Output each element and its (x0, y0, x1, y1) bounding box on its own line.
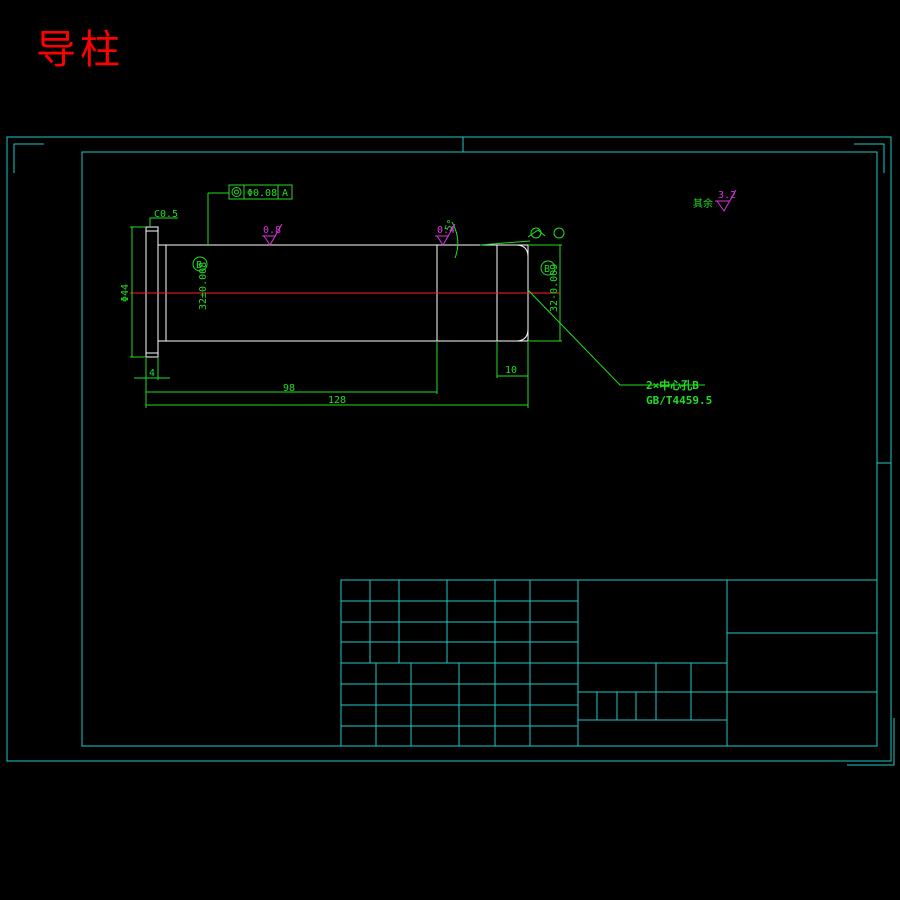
center-hole-note-line2: GB/T4459.5 (646, 394, 712, 407)
dim-4-label: 4 (149, 368, 155, 379)
drawing-title: 导柱 (36, 27, 124, 73)
roughness-rest-label: 其余 (693, 197, 713, 210)
roughness-symbols (262, 189, 737, 246)
geometric-tolerance-frame (228, 184, 293, 200)
dim-128-label: 128 (328, 395, 346, 406)
title-block (340, 579, 878, 747)
roughness-0-8: 0.8 (263, 225, 281, 236)
tolerance-datum: A (282, 188, 288, 199)
dim-10-label: 10 (505, 365, 517, 376)
dim-98-label: 98 (283, 383, 295, 394)
right-diameter-label: 32-0.009 (549, 264, 560, 312)
tolerance-value: Φ0.08 (247, 188, 277, 199)
chamfer-label: C0.5 (154, 209, 178, 220)
datum-markers (192, 227, 565, 276)
datum-right-label: B (544, 264, 550, 275)
roughness-0-4: 0.4 (437, 225, 455, 236)
center-hole-note-line1: 2×中心孔B (646, 378, 699, 392)
datum-left-label: B (196, 260, 202, 271)
left-diameter-label: 32±0.008 (198, 262, 209, 310)
angle-label: 5° (443, 218, 457, 233)
dimension-lines (130, 192, 705, 408)
roughness-3-2: 3.2 (718, 190, 736, 201)
head-diameter-label: Φ44 (120, 284, 131, 302)
